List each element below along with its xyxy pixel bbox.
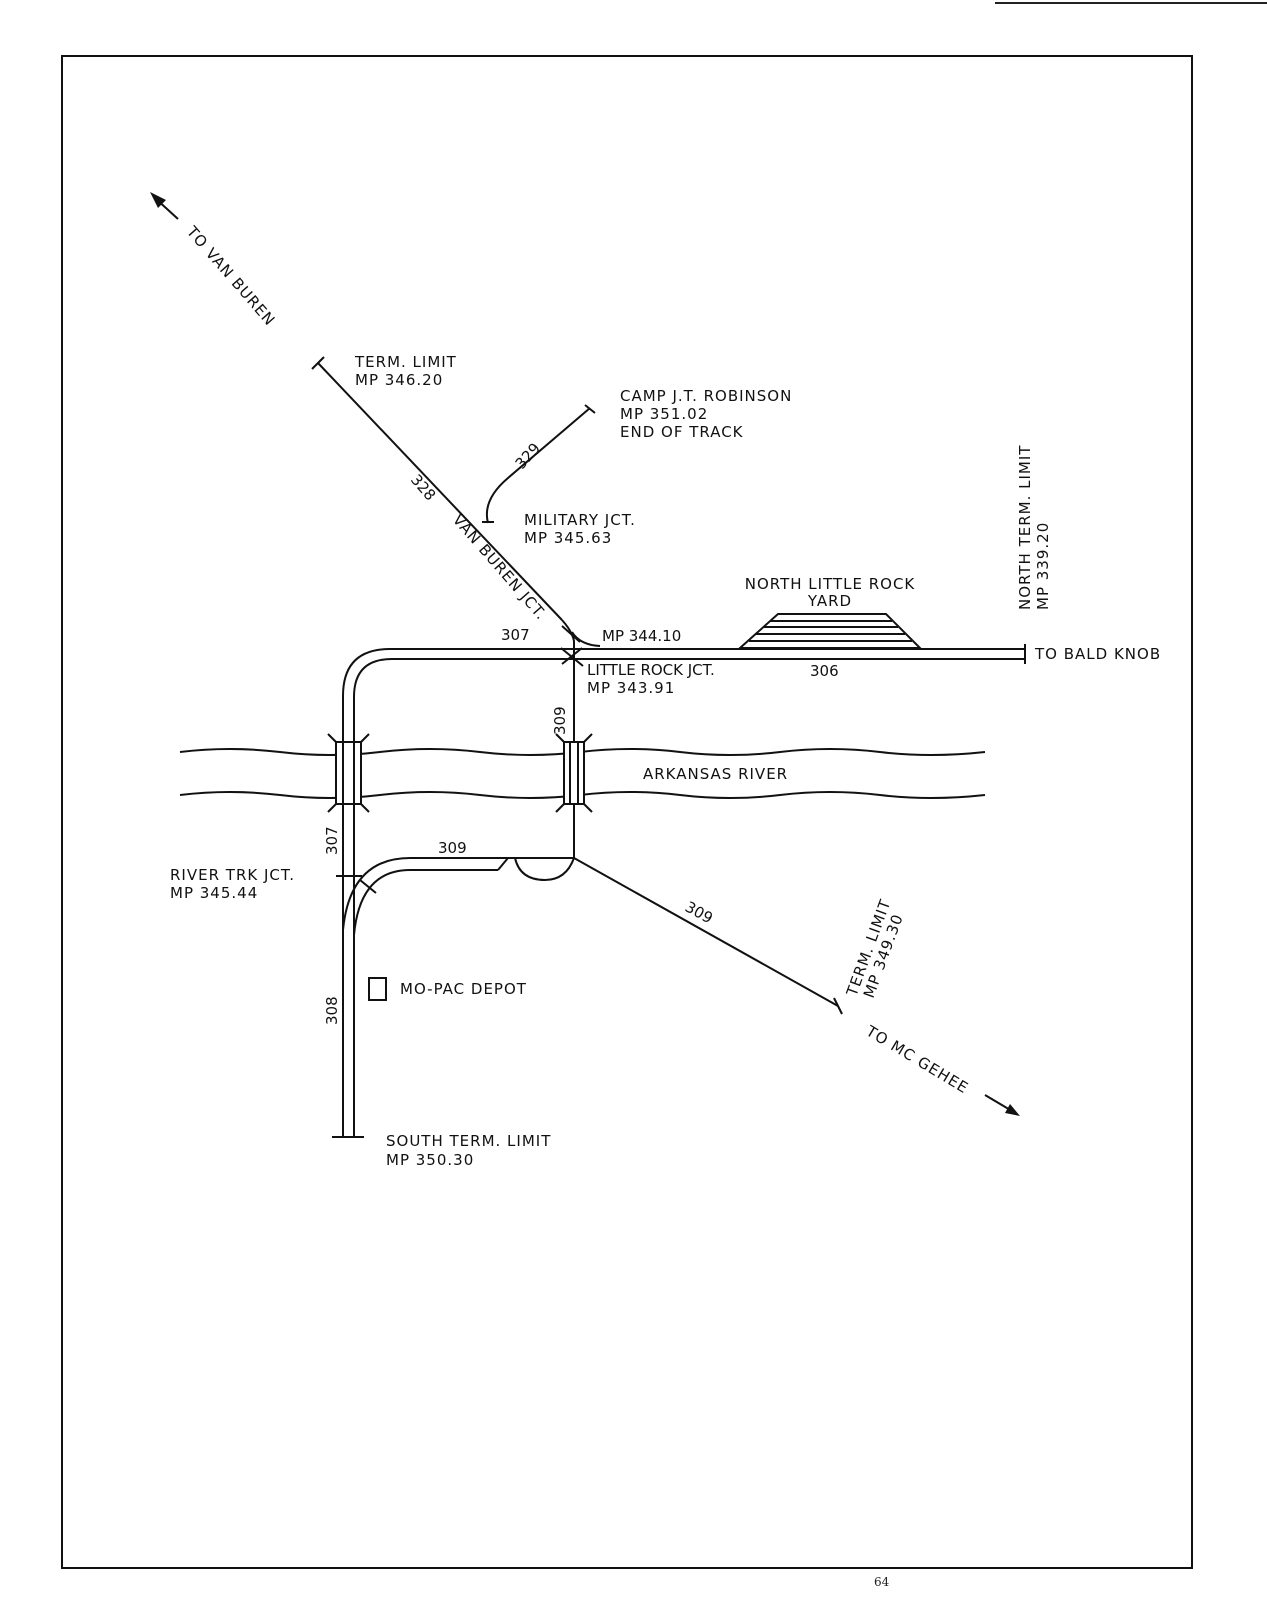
camp-robinson-title: CAMP J.T. ROBINSON — [620, 387, 792, 405]
track-label-307-top: 307 — [501, 626, 530, 644]
depot-label: MO-PAC DEPOT — [400, 980, 527, 998]
north-term-limit-mp: MP 339.20 — [1034, 522, 1052, 610]
north-little-rock-yard — [737, 613, 923, 649]
term-limit-west-tick — [311, 356, 325, 370]
term-limit-west-title: TERM. LIMIT — [354, 353, 457, 371]
little-rock-jct-crossing — [560, 625, 584, 667]
track-306-307 — [332, 644, 1026, 1138]
river-label: ARKANSAS RIVER — [643, 765, 788, 783]
bridge-east — [555, 733, 593, 813]
north-term-limit-title: NORTH TERM. LIMIT — [1016, 445, 1034, 610]
label-to-bald-knob: TO BALD KNOB — [1034, 645, 1161, 663]
track-309 — [573, 662, 843, 1015]
yard-label-line2: YARD — [807, 592, 852, 610]
term-limit-west-mp: MP 346.20 — [355, 371, 443, 389]
arrow-van-buren-icon — [150, 192, 179, 220]
river-trk-jct-mp: MP 345.44 — [170, 884, 258, 902]
little-rock-jct-title: LITTLE ROCK JCT. — [587, 661, 715, 679]
track-309-connector — [336, 857, 575, 936]
page-number: 64 — [874, 1575, 890, 1589]
track-328 — [317, 362, 601, 662]
military-jct-title: MILITARY JCT. — [524, 511, 636, 529]
little-rock-jct-mp: MP 343.91 — [587, 679, 675, 697]
track-label-308: 308 — [323, 996, 341, 1025]
south-term-limit-title: SOUTH TERM. LIMIT — [386, 1132, 551, 1150]
track-label-309-mid: 309 — [438, 839, 467, 857]
label-to-van-buren: TO VAN BUREN — [182, 222, 279, 329]
track-label-309-diag: 309 — [682, 898, 716, 928]
depot-icon — [368, 977, 387, 1001]
arrow-mc-gehee-icon — [984, 1094, 1020, 1116]
bridge-west — [327, 733, 370, 813]
camp-robinson-note: END OF TRACK — [620, 423, 744, 441]
map-frame — [61, 55, 1193, 1569]
river-trk-jct-title: RIVER TRK JCT. — [170, 866, 295, 884]
south-term-limit-mp: MP 350.30 — [386, 1151, 474, 1169]
track-label-307-left: 307 — [323, 826, 341, 855]
track-label-328: 328 — [407, 471, 439, 504]
mp-344-label: MP 344.10 — [602, 627, 681, 645]
track-329 — [482, 404, 596, 524]
track-label-329: 329 — [512, 439, 545, 472]
track-label-309-vert: 309 — [551, 706, 569, 735]
label-to-mc-gehee: TO MC GEHEE — [862, 1021, 972, 1097]
military-jct-mp: MP 345.63 — [524, 529, 612, 547]
yard-label-line1: NORTH LITTLE ROCK — [745, 575, 916, 593]
camp-robinson-mp: MP 351.02 — [620, 405, 708, 423]
track-label-306: 306 — [810, 662, 839, 680]
